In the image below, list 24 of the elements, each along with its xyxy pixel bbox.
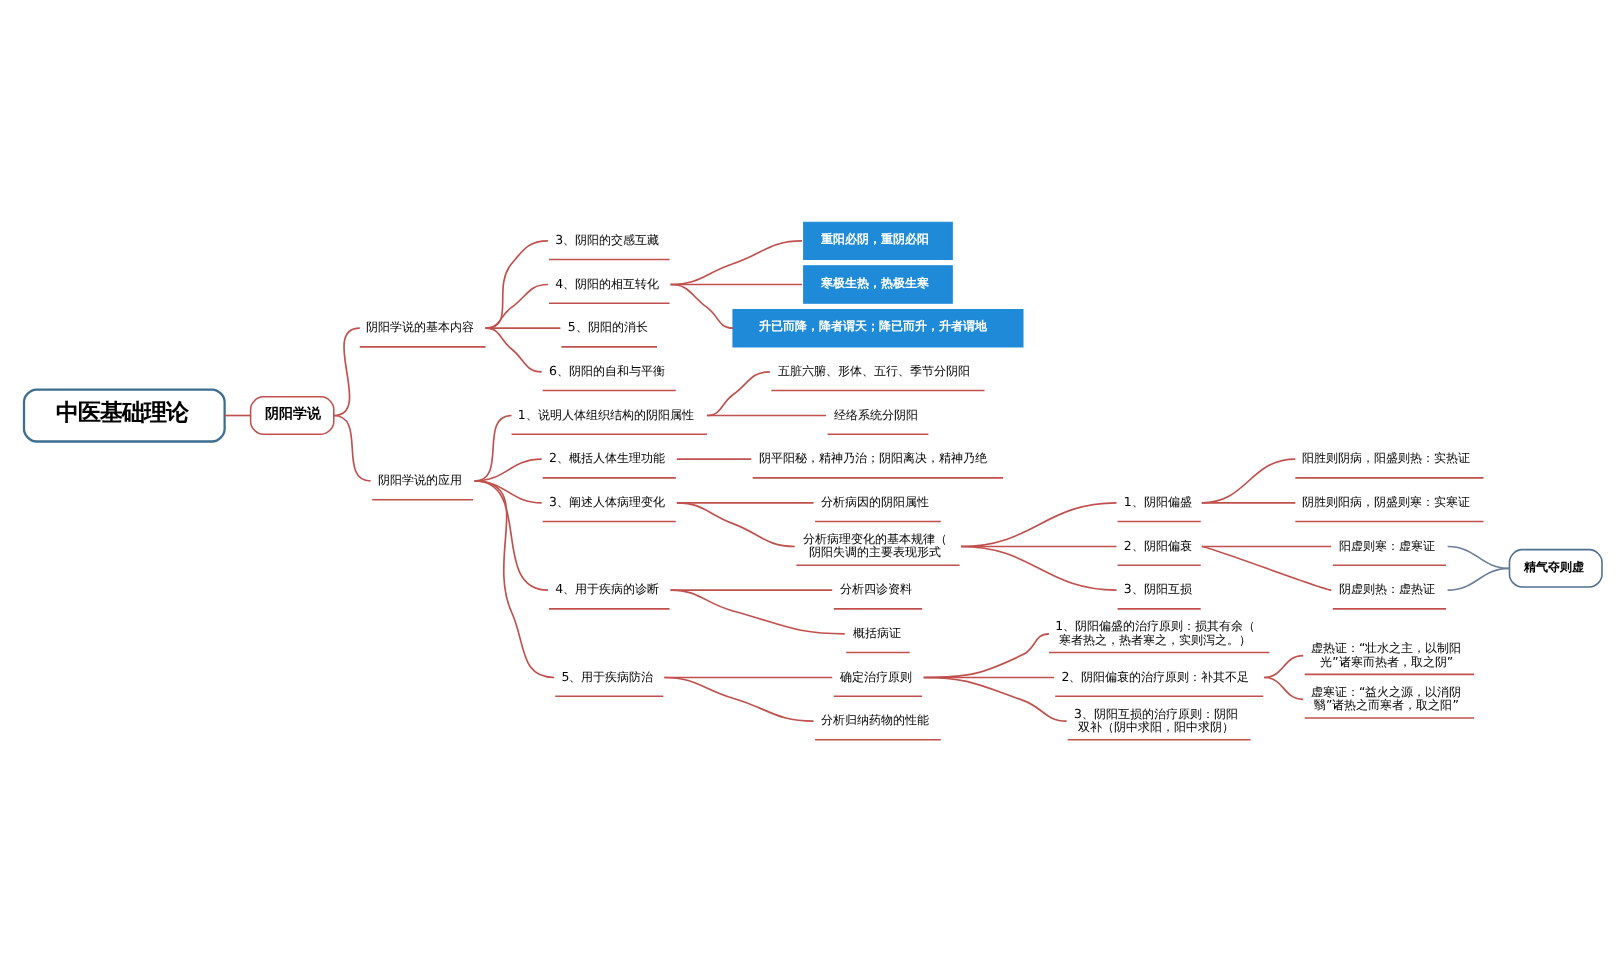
connector: [1199, 457, 1296, 503]
connector: [959, 501, 1117, 547]
connector: [1262, 653, 1303, 678]
connector: [668, 588, 845, 634]
connector: [331, 326, 360, 416]
connector: [1262, 675, 1303, 700]
connector: [331, 413, 371, 481]
connector: [662, 675, 814, 721]
connector: [1445, 566, 1510, 590]
connector: [959, 544, 1117, 590]
connector: [483, 326, 542, 372]
connector: [705, 370, 770, 416]
connector: [1199, 501, 1296, 503]
connector: [921, 675, 1067, 721]
connector: [675, 457, 751, 459]
connector: [1199, 544, 1332, 590]
node-box: 中医基础理论: [21, 387, 225, 442]
connector: [483, 326, 561, 328]
connector: [675, 501, 795, 547]
connector: [222, 413, 251, 416]
connector: [472, 479, 554, 678]
connector: [668, 282, 733, 328]
connector: [1445, 544, 1510, 569]
connector: [705, 413, 826, 416]
